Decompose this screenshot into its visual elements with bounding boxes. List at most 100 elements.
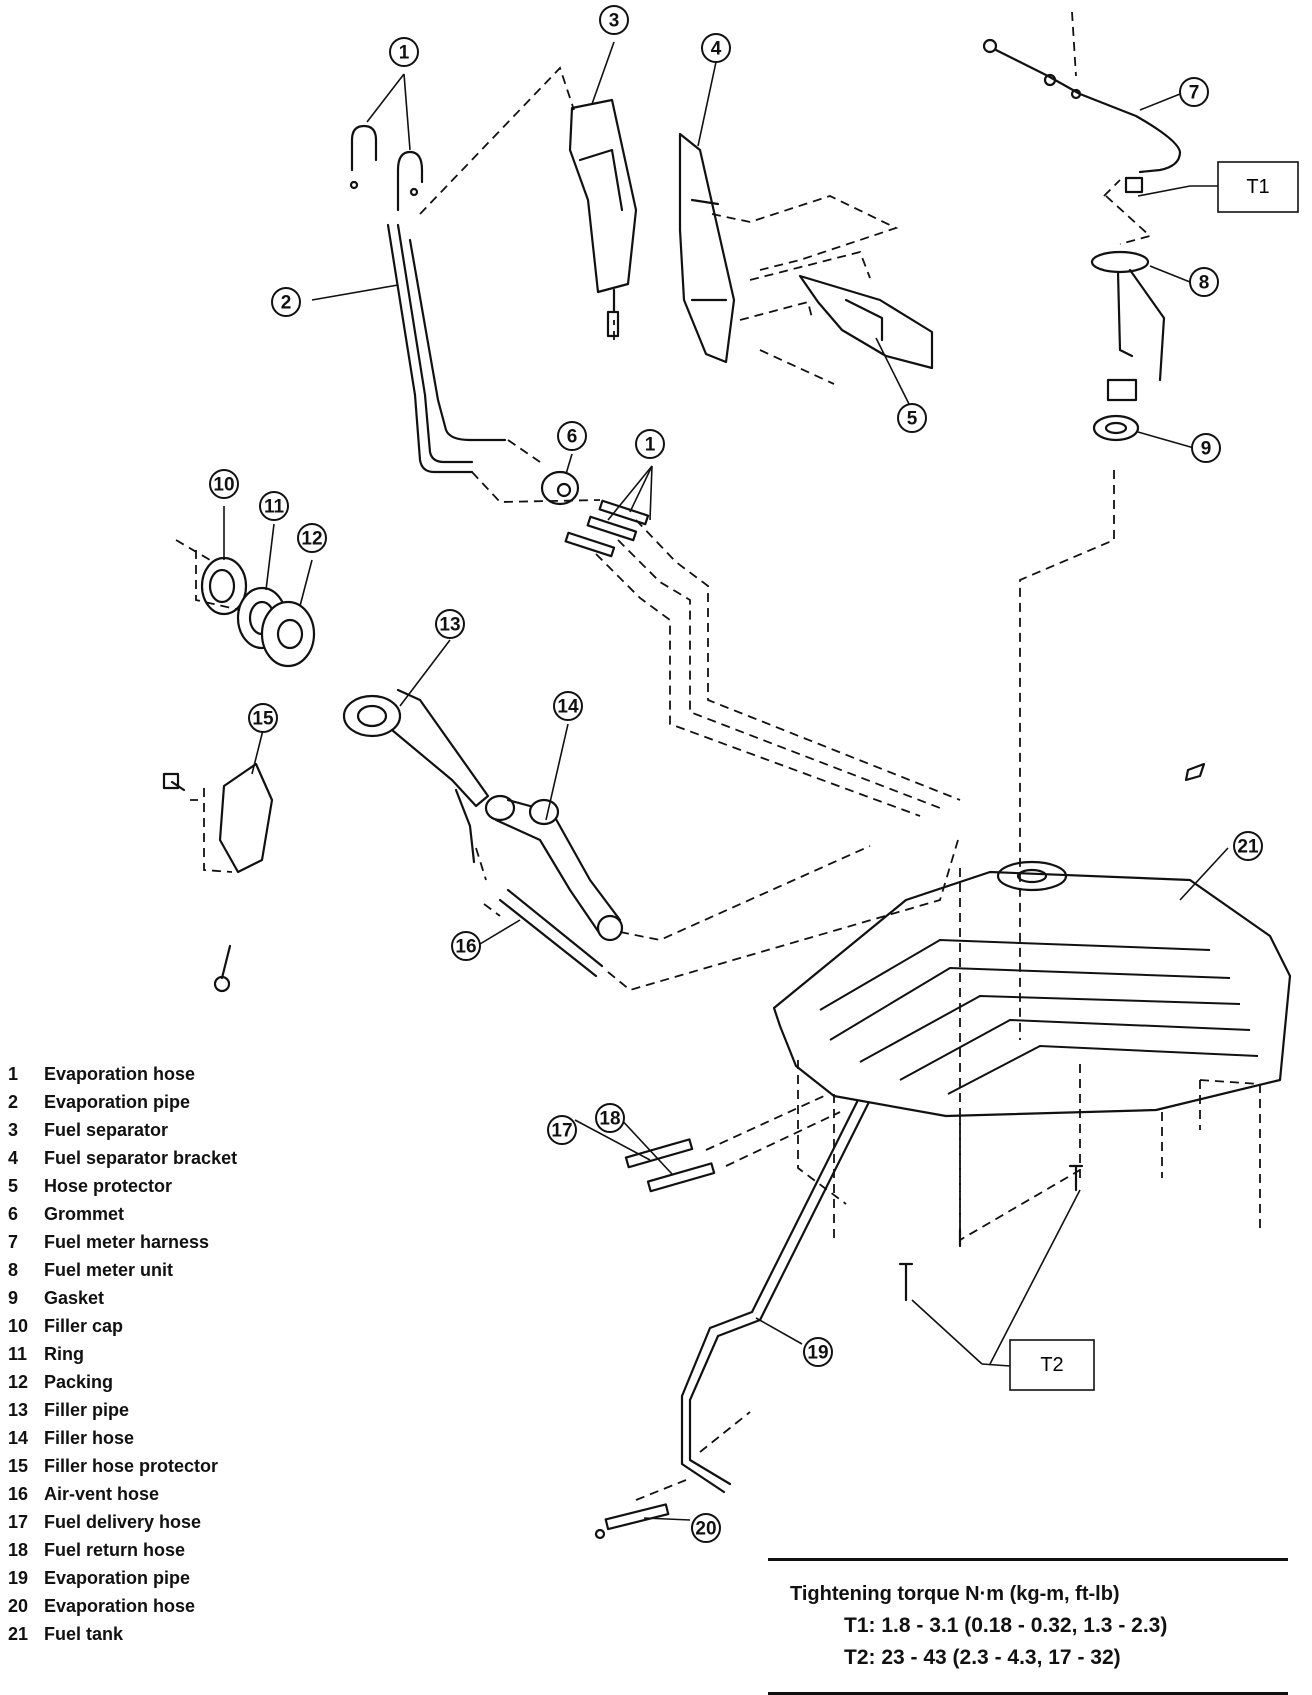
legend-item-number: 1 (8, 1064, 19, 1084)
legend-item-label: Fuel tank (44, 1624, 124, 1644)
callout-20: 20 (691, 1513, 721, 1543)
legend-item-number: 7 (8, 1232, 19, 1252)
callout-4: 4 (701, 33, 731, 63)
legend-item: 16 Air-vent hose (8, 1480, 288, 1508)
legend-item-number: 12 (8, 1372, 29, 1392)
callout-3: 3 (599, 5, 629, 35)
legend-item: 2 Evaporation pipe (8, 1088, 288, 1116)
legend-item-number: 18 (8, 1540, 29, 1560)
callout-number: 3 (609, 11, 620, 32)
torque-spec: Tightening torque N·m (kg-m, ft-lb) T1: … (768, 1558, 1288, 1695)
legend-item: 19 Evaporation pipe (8, 1564, 288, 1592)
part-evaporation-pipe (311, 223, 507, 474)
part-fuel-delivery-hose (574, 1119, 694, 1169)
legend-item-number: 19 (8, 1568, 29, 1588)
legend-item-number: 17 (8, 1512, 29, 1532)
legend-item: 7 Fuel meter harness (8, 1228, 288, 1256)
callout-number: 1 (645, 435, 656, 456)
callout-number: 5 (907, 409, 918, 430)
callout-number: 19 (807, 1343, 828, 1364)
legend-item-number: 20 (8, 1596, 29, 1616)
callout-number: 15 (252, 709, 274, 730)
legend-item-label: Fuel meter harness (44, 1232, 210, 1252)
legend-item-label: Evaporation hose (44, 1596, 196, 1616)
legend-item-number: 2 (8, 1092, 19, 1112)
part-filler-pipe (342, 639, 490, 864)
part-evaporation-hose-middle (564, 465, 653, 558)
part-grommet (540, 453, 580, 506)
legend-item-label: Evaporation hose (44, 1064, 196, 1084)
callout-number: 18 (599, 1109, 620, 1130)
legend-item-label: Filler hose (44, 1428, 135, 1448)
legend-item-number: 4 (8, 1148, 19, 1168)
legend-item-label: Fuel separator (44, 1120, 169, 1140)
callout-number: 7 (1189, 83, 1200, 104)
part-hose-protector (798, 274, 934, 411)
legend-item-number: 13 (8, 1400, 29, 1420)
legend-item-number: 5 (8, 1176, 19, 1196)
legend-item-number: 15 (8, 1456, 29, 1476)
legend-item-number: 14 (8, 1428, 29, 1448)
legend-item-number: 21 (8, 1624, 29, 1644)
callout-11: 11 (259, 491, 289, 521)
torque-box-t2: T2 (981, 1339, 1095, 1391)
legend-item: 18 Fuel return hose (8, 1536, 288, 1564)
callout-16: 16 (451, 931, 481, 961)
callout-13: 13 (435, 609, 465, 639)
callout-number: 9 (1201, 439, 1212, 460)
callout-7: 7 (1179, 77, 1209, 107)
legend-item: 13 Filler pipe (8, 1396, 288, 1424)
callout-number: 2 (281, 293, 292, 314)
part-gasket (1092, 414, 1195, 449)
callout-number: 16 (455, 937, 476, 958)
legend-item: 14 Filler hose (8, 1424, 288, 1452)
legend-item-label: Filler cap (44, 1316, 124, 1336)
callout-17: 17 (547, 1115, 577, 1145)
legend-item-label: Evaporation pipe (44, 1092, 191, 1112)
legend-item-label: Fuel return hose (44, 1540, 186, 1560)
callout-21: 21 (1233, 831, 1263, 861)
legend-item-label: Fuel delivery hose (44, 1512, 202, 1532)
torque-spec-t2: T2: 23 - 43 (2.3 - 4.3, 17 - 32) (844, 1646, 1121, 1669)
legend-item-number: 16 (8, 1484, 29, 1504)
part-fuel-meter-unit (1090, 250, 1191, 402)
legend-item-number: 9 (8, 1288, 19, 1308)
torque-spec-t1: T1: 1.8 - 3.1 (0.18 - 0.32, 1.3 - 2.3) (844, 1614, 1168, 1637)
legend-item-number: 8 (8, 1260, 19, 1280)
part-evaporation-pipe-long (680, 1070, 882, 1494)
callout-number: 11 (264, 497, 285, 518)
part-fuel-tank (772, 762, 1292, 1118)
part-filler-hose (484, 723, 624, 942)
assembly-dashed-lines (175, 11, 1261, 1501)
legend-item-label: Evaporation pipe (44, 1568, 191, 1588)
torque-box-t1: T1 (1137, 161, 1299, 213)
legend-item: 8 Fuel meter unit (8, 1256, 288, 1284)
legend-item: 17 Fuel delivery hose (8, 1508, 288, 1536)
callout-19: 19 (803, 1337, 833, 1367)
legend-item-label: Ring (44, 1344, 84, 1364)
torque-spec-title: Tightening torque N·m (kg-m, ft-lb) (790, 1583, 1120, 1605)
legend-item-label: Filler pipe (44, 1400, 130, 1420)
legend-item-label: Air-vent hose (44, 1484, 160, 1504)
fastener-bolts (898, 1164, 1084, 1365)
part-air-vent-hose (479, 888, 604, 978)
torque-box-t2-label: T2 (1040, 1354, 1063, 1376)
callout-number: 4 (711, 39, 722, 60)
callout-2: 2 (271, 287, 301, 317)
callout-number: 1 (399, 43, 410, 64)
callout-12: 12 (297, 523, 327, 553)
part-filler-cap (200, 506, 248, 616)
legend-item: 1 Evaporation hose (8, 1060, 288, 1088)
legend-item-label: Gasket (44, 1288, 105, 1308)
callout-14: 14 (553, 691, 583, 721)
callout-number: 6 (567, 427, 578, 448)
callout-8: 8 (1189, 267, 1219, 297)
legend-item-label: Fuel meter unit (44, 1260, 174, 1280)
callout-1: 1 (635, 429, 665, 459)
